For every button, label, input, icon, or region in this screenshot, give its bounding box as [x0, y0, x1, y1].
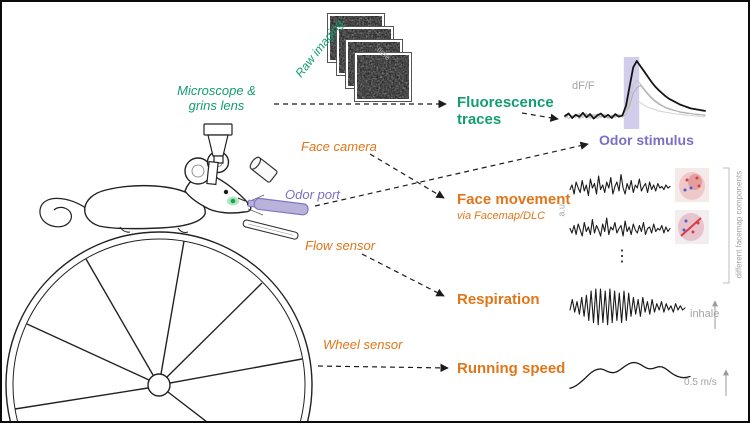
mapping-arrows — [274, 99, 589, 373]
trace-component-1 — [569, 173, 671, 197]
mouse — [39, 150, 266, 234]
fluorescence-label-line2: traces — [457, 111, 502, 129]
face-camera-device — [249, 156, 278, 183]
flow-sensor-device — [242, 219, 299, 240]
trace-respiration — [569, 288, 686, 326]
face-movement-plot-2 — [569, 217, 671, 237]
running-speed-label: Running speed — [457, 360, 566, 377]
ellipsis-dots: ⋮ — [614, 248, 630, 265]
dff-label: dF/F — [572, 80, 595, 92]
trace-mean — [564, 60, 706, 120]
microscope-label-line1: Microscope & — [177, 83, 256, 98]
arrow-odorport-to-odorstimulus — [314, 141, 589, 207]
odor-stimulus-label: Odor stimulus — [599, 132, 694, 148]
face-movement-label: Face movement — [457, 191, 571, 208]
fluorescence-plot — [564, 57, 706, 129]
facemap-bracket-label: different facemap components — [734, 170, 744, 279]
facemap-bracket-line — [723, 167, 730, 284]
wheel-sensor-label: Wheel sensor — [323, 337, 403, 352]
respiration-label: Respiration — [457, 291, 540, 308]
flow-sensor-label: Flow sensor — [305, 238, 376, 253]
arrow-fluorescence-to-plot — [521, 112, 559, 122]
face-movement-plot-1 — [569, 173, 671, 197]
microscope-label: Microscope & grins lens — [164, 83, 269, 114]
arrow-wheelsensor-to-runningspeed — [317, 363, 449, 373]
face-movement-sublabel: via Facemap/DLC — [457, 210, 546, 222]
au-label: a.u. — [556, 201, 567, 217]
microscope-label-line2: grins lens — [188, 97, 245, 113]
mouse-tail — [39, 197, 95, 228]
arrow-flowsensor-to-respiration — [361, 253, 445, 297]
fluorescence-traces-label: Fluorescence traces — [457, 94, 554, 129]
fluorescence-label-line1: Fluorescence — [457, 94, 554, 111]
speed-scale-label: 0.5 m/s — [684, 377, 717, 388]
face-camera-label: Face camera — [301, 139, 377, 154]
odor-port-device — [247, 197, 309, 216]
microscope-objective — [203, 123, 233, 186]
facemap-frame-2 — [675, 210, 709, 244]
mouse-eye — [223, 189, 229, 195]
odor-port-label: Odor port — [285, 187, 340, 202]
inhale-label: inhale — [690, 308, 720, 320]
trace-component-2 — [569, 217, 671, 237]
raw-imaging-frame-4 — [355, 53, 411, 101]
respiration-plot — [569, 288, 686, 326]
trace-running-speed — [569, 361, 691, 389]
running-wheel — [5, 231, 313, 421]
running-speed-plot — [569, 361, 691, 389]
facemap-frame-1 — [675, 168, 709, 202]
